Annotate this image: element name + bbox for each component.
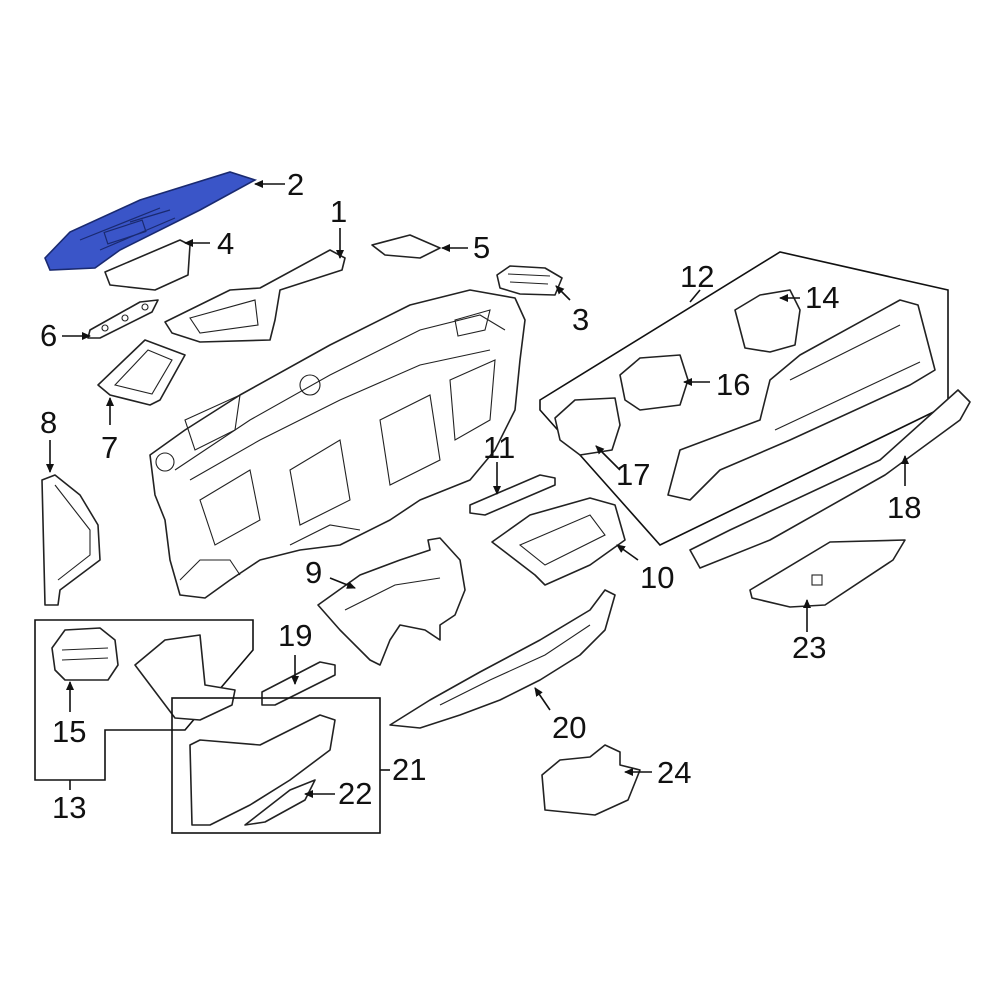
leader-lines bbox=[46, 180, 909, 798]
part-14-vent[interactable] bbox=[734, 289, 801, 353]
callout-10: 10 bbox=[640, 560, 674, 595]
callout-21: 21 bbox=[392, 752, 426, 787]
callout-9: 9 bbox=[305, 555, 322, 590]
callout-14: 14 bbox=[805, 280, 839, 315]
callout-11: 11 bbox=[483, 430, 515, 465]
callout-24: 24 bbox=[657, 755, 691, 790]
part-12-instrument-panel[interactable] bbox=[667, 299, 936, 501]
part-6-bracket-strip[interactable] bbox=[87, 299, 159, 339]
part-5-speaker-grille[interactable] bbox=[371, 234, 441, 259]
callout-7: 7 bbox=[101, 430, 118, 465]
callout-4: 4 bbox=[217, 226, 234, 261]
callout-3: 3 bbox=[572, 302, 589, 337]
part-15-side-vent[interactable] bbox=[51, 627, 119, 681]
callout-20: 20 bbox=[552, 710, 586, 745]
callout-8: 8 bbox=[40, 405, 57, 440]
callout-labels: 1 2 3 4 5 6 7 8 9 10 11 12 13 14 15 16 1… bbox=[40, 167, 921, 825]
callout-13: 13 bbox=[52, 790, 86, 825]
part-16-vent[interactable] bbox=[619, 354, 689, 411]
part-17-vent[interactable] bbox=[554, 397, 621, 456]
part-21-glovebox-panel[interactable] bbox=[189, 714, 336, 826]
part-2-upper-trim-panel[interactable] bbox=[44, 171, 258, 271]
callout-18: 18 bbox=[887, 490, 921, 525]
callout-5: 5 bbox=[473, 230, 490, 265]
part-24-bracket[interactable] bbox=[541, 744, 641, 816]
callout-2: 2 bbox=[287, 167, 304, 202]
callout-19: 19 bbox=[278, 618, 312, 653]
part-8-end-trim[interactable] bbox=[41, 474, 101, 606]
group-box-21 bbox=[171, 697, 381, 834]
part-11-trim-strip[interactable] bbox=[469, 474, 556, 516]
callout-16: 16 bbox=[716, 367, 750, 402]
part-9-steering-column-cover[interactable] bbox=[317, 537, 466, 666]
group-box-12 bbox=[539, 251, 949, 546]
part-7-display-bezel[interactable] bbox=[97, 339, 186, 406]
part-10-center-stack[interactable] bbox=[491, 497, 626, 586]
callout-22: 22 bbox=[338, 776, 372, 811]
part-20-lower-carrier[interactable] bbox=[389, 589, 616, 729]
callout-12: 12 bbox=[680, 259, 714, 294]
callout-23: 23 bbox=[792, 630, 826, 665]
part-18-trim-strip[interactable] bbox=[689, 389, 971, 569]
callout-15: 15 bbox=[52, 714, 86, 749]
callout-1: 1 bbox=[330, 194, 347, 229]
callout-17: 17 bbox=[616, 457, 650, 492]
part-4-display-cover[interactable] bbox=[104, 239, 191, 291]
part-23-control-panel[interactable] bbox=[749, 539, 906, 608]
part-1-dash-top-panel[interactable] bbox=[164, 249, 346, 343]
dashboard-frame bbox=[149, 289, 526, 599]
part-13-side-duct[interactable] bbox=[134, 634, 236, 721]
part-3-center-vent[interactable] bbox=[496, 265, 563, 296]
callout-6: 6 bbox=[40, 318, 57, 353]
